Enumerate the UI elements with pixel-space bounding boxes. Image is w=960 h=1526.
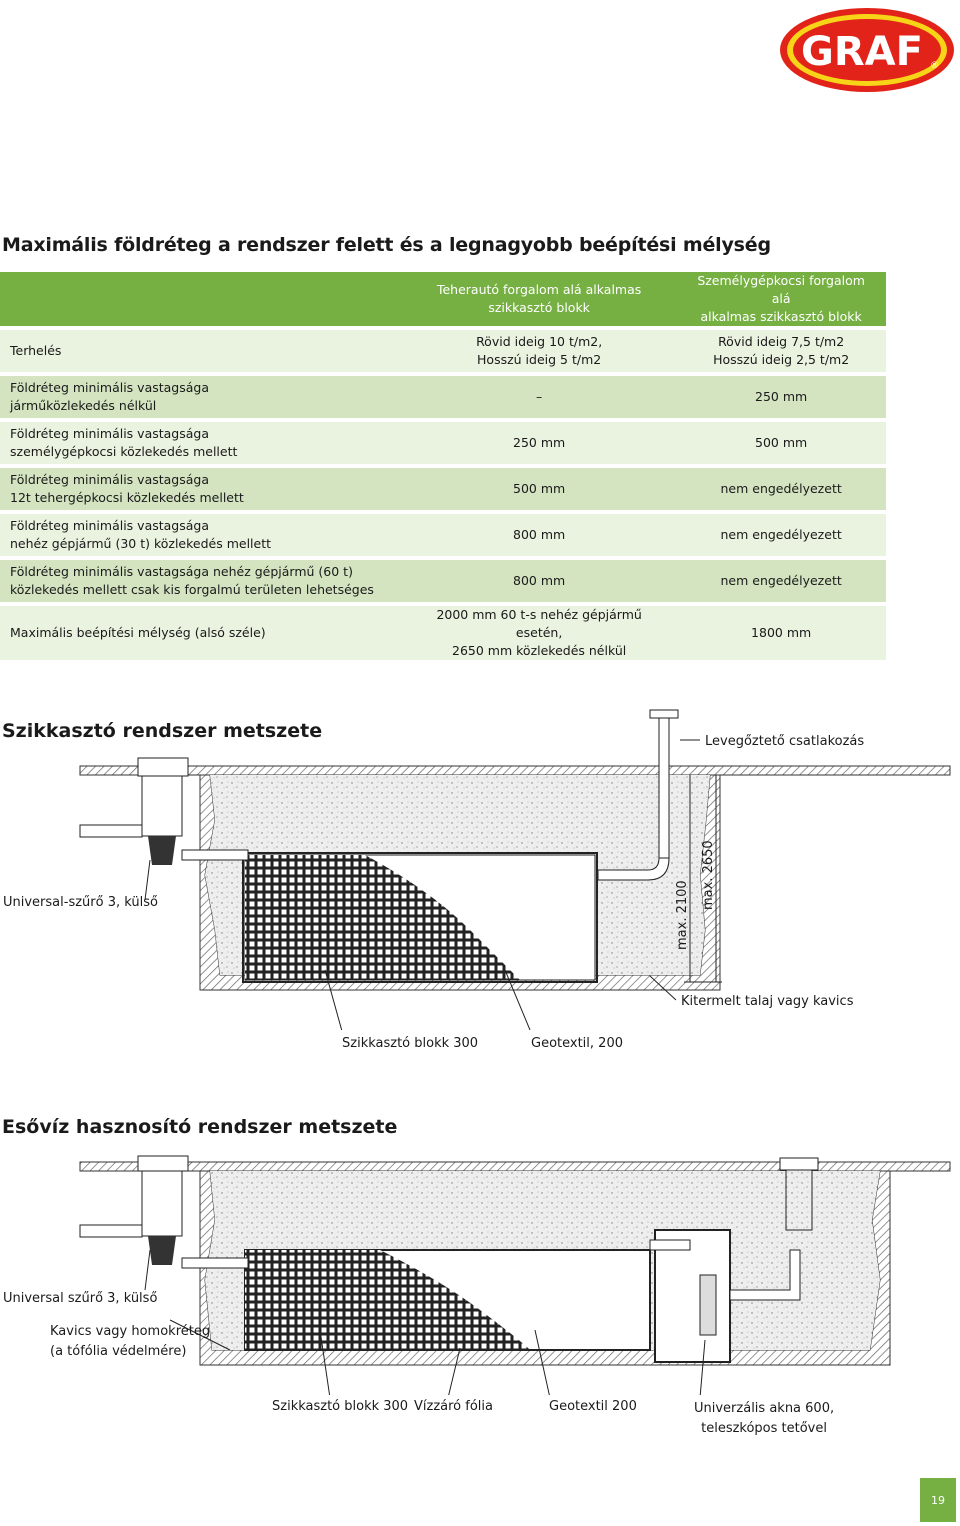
section2-diagram [79, 1155, 951, 1395]
label-block: Szikkasztó blokk 300 [342, 1036, 479, 1051]
label-geotextile-2: Geotextil 200 [549, 1399, 637, 1414]
svg-text:GRAF: GRAF [801, 29, 923, 75]
svg-text:®: ® [930, 61, 939, 71]
section2-title: Esővíz hasznosító rendszer metszete [2, 1116, 398, 1138]
label-gravel: Kavics vagy homokréteg(a tófólia védelmé… [50, 1324, 211, 1359]
table-row: Földréteg minimális vastagsága nehéz gép… [0, 560, 886, 602]
label-shaft: Univerzális akna 600,teleszkópos tetővel [694, 1401, 835, 1436]
dim-max-2650: max. 2650 [701, 840, 716, 910]
section1-title: Szikkasztó rendszer metszete [2, 720, 323, 742]
label-vent: Levegőztető csatlakozás [705, 734, 865, 749]
section1-diagram: max. 2100 max. 2650 [79, 709, 951, 1030]
label-foil: Vízzáró fólia [414, 1399, 493, 1414]
label-block-2: Szikkasztó blokk 300 [272, 1399, 409, 1414]
graf-logo: GRAF ® [780, 8, 954, 92]
dim-max-2100: max. 2100 [675, 880, 690, 950]
label-filter-2: Universal szűrő 3, külső [3, 1291, 158, 1306]
page-number: 19 [920, 1478, 956, 1522]
page-title: Maximális földréteg a rendszer felett és… [2, 234, 771, 256]
label-soil: Kitermelt talaj vagy kavics [681, 994, 854, 1009]
header-cell-empty [0, 272, 402, 326]
label-geotextile: Geotextil, 200 [531, 1036, 623, 1051]
label-filter: Universal-szűrő 3, külső [3, 895, 158, 910]
table-row: Maximális beépítési mélység (alsó széle)… [0, 606, 886, 660]
